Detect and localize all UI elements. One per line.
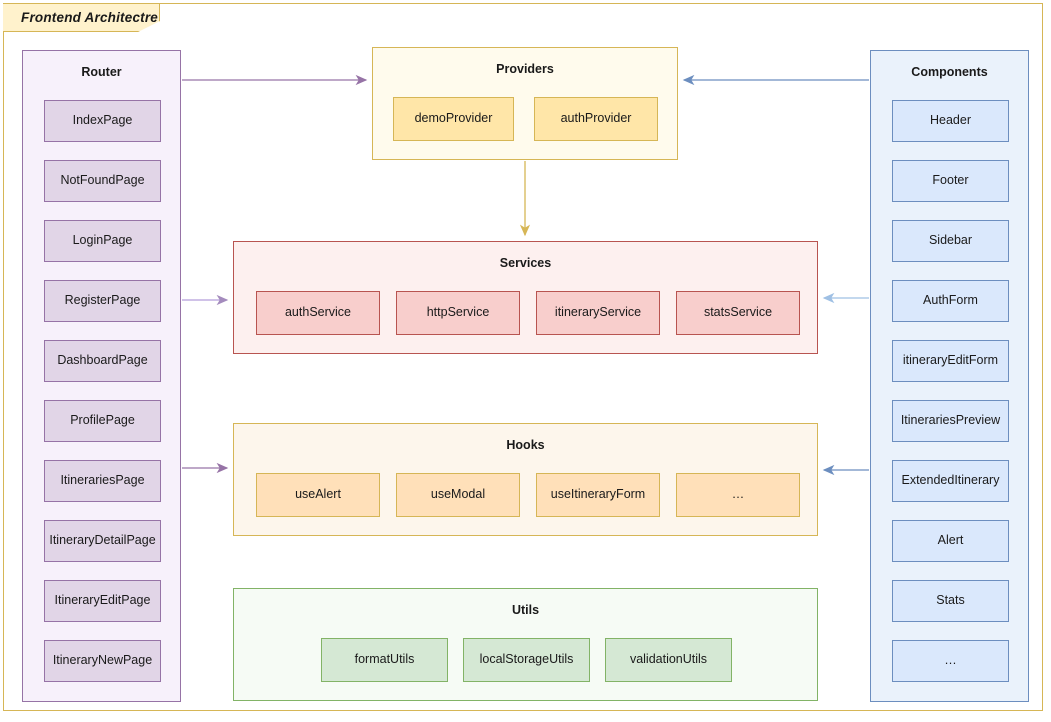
hooks-item-usemodal[interactable]: useModal xyxy=(396,473,520,517)
components-item-more[interactable]: … xyxy=(892,640,1009,682)
utils-item-localstorageutils[interactable]: localStorageUtils xyxy=(463,638,590,682)
providers-item-authprovider[interactable]: authProvider xyxy=(534,97,658,141)
components-item-authform[interactable]: AuthForm xyxy=(892,280,1009,322)
router-item-registerpage[interactable]: RegisterPage xyxy=(44,280,161,322)
components-item-itinerariespreview[interactable]: ItinerariesPreview xyxy=(892,400,1009,442)
group-components-title: Components xyxy=(911,65,988,79)
router-item-itinerariespage[interactable]: ItinerariesPage xyxy=(44,460,161,502)
group-services-title: Services xyxy=(499,256,552,270)
group-hooks[interactable]: Hooks useAlert useModal useItineraryForm… xyxy=(233,423,818,536)
group-utils[interactable]: Utils formatUtils localStorageUtils vali… xyxy=(233,588,818,701)
group-router-title: Router xyxy=(81,65,122,79)
diagram-title-label: Frontend Architectre xyxy=(21,10,159,25)
group-providers-title: Providers xyxy=(496,62,554,76)
router-item-itinerarydetailpage[interactable]: ItineraryDetailPage xyxy=(44,520,161,562)
components-item-alert[interactable]: Alert xyxy=(892,520,1009,562)
utils-item-formatutils[interactable]: formatUtils xyxy=(321,638,448,682)
components-item-sidebar[interactable]: Sidebar xyxy=(892,220,1009,262)
hooks-item-useitineraryform[interactable]: useItineraryForm xyxy=(536,473,660,517)
services-item-itineraryservice[interactable]: itineraryService xyxy=(536,291,660,335)
group-router[interactable]: Router IndexPage NotFoundPage LoginPage … xyxy=(22,50,181,702)
group-services[interactable]: Services authService httpService itinera… xyxy=(233,241,818,354)
router-item-profilepage[interactable]: ProfilePage xyxy=(44,400,161,442)
components-item-extendeditinerary[interactable]: ExtendedItinerary xyxy=(892,460,1009,502)
services-item-authservice[interactable]: authService xyxy=(256,291,380,335)
group-hooks-title: Hooks xyxy=(506,438,545,452)
group-utils-title: Utils xyxy=(511,603,540,617)
router-item-itinerarynewpage[interactable]: ItineraryNewPage xyxy=(44,640,161,682)
services-item-httpservice[interactable]: httpService xyxy=(396,291,520,335)
utils-item-validationutils[interactable]: validationUtils xyxy=(605,638,732,682)
services-item-statsservice[interactable]: statsService xyxy=(676,291,800,335)
group-components[interactable]: Components Header Footer Sidebar AuthFor… xyxy=(870,50,1029,702)
components-item-itineraryeditform[interactable]: itineraryEditForm xyxy=(892,340,1009,382)
router-item-indexpage[interactable]: IndexPage xyxy=(44,100,161,142)
router-item-loginpage[interactable]: LoginPage xyxy=(44,220,161,262)
router-item-itineraryeditpage[interactable]: ItineraryEditPage xyxy=(44,580,161,622)
components-item-header[interactable]: Header xyxy=(892,100,1009,142)
components-item-stats[interactable]: Stats xyxy=(892,580,1009,622)
router-item-notfoundpage[interactable]: NotFoundPage xyxy=(44,160,161,202)
diagram-title-tab: Frontend Architectre xyxy=(3,3,160,32)
group-providers[interactable]: Providers demoProvider authProvider xyxy=(372,47,678,160)
components-item-footer[interactable]: Footer xyxy=(892,160,1009,202)
hooks-item-more[interactable]: … xyxy=(676,473,800,517)
hooks-item-usealert[interactable]: useAlert xyxy=(256,473,380,517)
router-item-dashboardpage[interactable]: DashboardPage xyxy=(44,340,161,382)
providers-item-demoprovider[interactable]: demoProvider xyxy=(393,97,514,141)
